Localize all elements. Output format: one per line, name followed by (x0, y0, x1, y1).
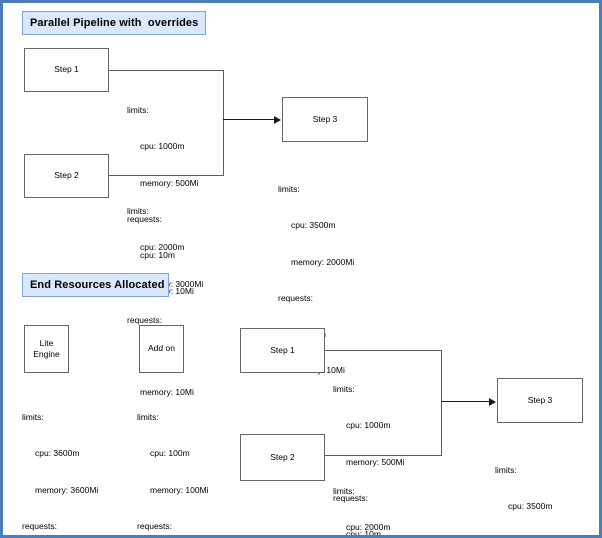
edge-bottom-junction-to-step3 (441, 401, 490, 403)
resources-bottom-step-2: limits: cpu: 2000m memory: 3000Mi reques… (333, 461, 409, 535)
edge-top-junction-to-step3 (223, 119, 275, 121)
arrowhead-top-step3 (274, 115, 281, 124)
resources-bottom-step-3: limits: cpu: 3500m memory: 2000Mi reques… (495, 440, 571, 535)
limits-memory: memory: 3600Mi (35, 484, 99, 495)
limits-key: limits: (333, 486, 355, 497)
limits-cpu: cpu: 3500m (508, 501, 553, 512)
node-label: Step 3 (312, 113, 338, 124)
limits-key: limits: (127, 105, 149, 116)
limits-key: limits: (22, 412, 44, 423)
node-add-on[interactable]: Add on (139, 325, 184, 373)
node-lite-engine[interactable]: Lite Engine (24, 325, 69, 373)
section-banner-end-resources: End Resources Allocated (22, 273, 169, 297)
limits-key: limits: (278, 184, 300, 195)
node-label-line-2: Engine (33, 349, 60, 359)
node-label: Step 2 (270, 451, 295, 462)
node-bottom-step-3[interactable]: Step 3 (497, 378, 583, 423)
node-bottom-step-1[interactable]: Step 1 (240, 328, 325, 373)
limits-cpu: cpu: 2000m (140, 242, 185, 253)
limits-key: limits: (333, 384, 355, 395)
section-banner-parallel-pipeline: Parallel Pipeline with overrides (22, 11, 206, 35)
requests-key: requests: (127, 314, 162, 325)
limits-cpu: cpu: 1000m (140, 141, 185, 152)
resources-lite-engine: limits: cpu: 3600m memory: 3600Mi reques… (22, 387, 99, 535)
edge-bottom-step2-to-junction (325, 455, 441, 456)
resources-bottom-step-1: limits: cpu: 1000m memory: 500Mi request… (333, 359, 405, 538)
node-label: Step 3 (527, 394, 553, 405)
requests-memory: memory: 10Mi (140, 387, 194, 398)
limits-memory: memory: 100Mi (150, 484, 209, 495)
requests-key: requests: (278, 292, 313, 303)
limits-cpu: cpu: 1000m (346, 420, 391, 431)
requests-key: requests: (333, 492, 368, 503)
node-bottom-step-2[interactable]: Step 2 (240, 434, 325, 481)
arrowhead-bottom-step3 (489, 397, 496, 406)
limits-key: limits: (137, 412, 159, 423)
node-top-step-2[interactable]: Step 2 (24, 154, 109, 198)
requests-key: requests: (22, 520, 57, 531)
limits-key: limits: (127, 206, 149, 217)
edge-top-step1-to-junction (109, 70, 223, 71)
node-label-line-1: Lite (39, 337, 54, 348)
limits-cpu: cpu: 3500m (291, 220, 336, 231)
node-label: Step 2 (54, 170, 79, 181)
node-top-step-1[interactable]: Step 1 (24, 48, 109, 92)
node-label: Add on (148, 343, 175, 354)
node-top-step-3[interactable]: Step 3 (282, 97, 368, 142)
edge-bottom-junction-vertical (441, 350, 442, 456)
node-label: Step 1 (270, 344, 295, 355)
limits-cpu: cpu: 100m (150, 448, 190, 459)
edge-top-step2-to-junction (109, 175, 223, 176)
section-banner-label: End Resources Allocated (30, 279, 165, 291)
section-banner-label: Parallel Pipeline with overrides (30, 17, 199, 29)
requests-key: requests: (137, 520, 172, 531)
node-label: Step 1 (54, 64, 79, 75)
limits-key: limits: (495, 465, 517, 476)
resources-add-on: limits: cpu: 100m memory: 100Mi requests… (137, 387, 209, 535)
limits-memory: memory: 2000Mi (291, 256, 355, 267)
edge-bottom-step1-to-junction (325, 350, 441, 351)
requests-cpu: cpu: 10m (346, 528, 381, 538)
requests-cpu: cpu: 10m (140, 249, 175, 260)
requests-key: requests: (127, 213, 162, 224)
limits-memory: memory: 500Mi (140, 177, 199, 188)
edge-top-junction-vertical (223, 70, 224, 176)
limits-cpu: cpu: 2000m (346, 522, 391, 533)
limits-memory: memory: 500Mi (346, 456, 405, 467)
limits-cpu: cpu: 3600m (35, 448, 80, 459)
